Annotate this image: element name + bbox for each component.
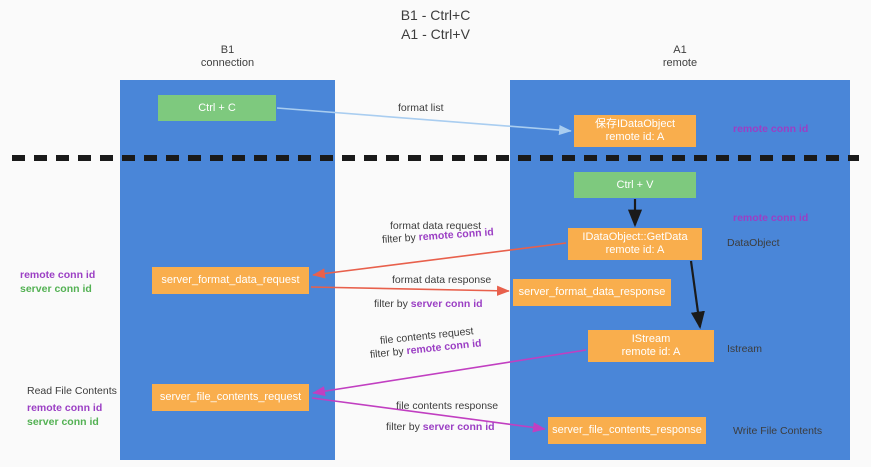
node-istream-line1: IStream (631, 333, 671, 345)
edge-filter-format-data-response: filter by server conn id (374, 297, 483, 311)
edge-label-format-list-text: format list (398, 102, 444, 114)
annotation-left-server-conn-id-2: server conn id (27, 416, 99, 428)
phase-divider (12, 155, 859, 161)
edge-filter-key-2: server conn id (410, 298, 483, 310)
edge-filter-prefix-4: filter by (386, 421, 423, 433)
title-line-2: A1 - Ctrl+V (401, 26, 470, 42)
node-idataobject-getdata[interactable]: IDataObject::GetData remote id: A (568, 228, 702, 260)
node-getdata-line1: IDataObject::GetData (582, 231, 688, 243)
node-server-format-data-request[interactable]: server_format_data_request (152, 267, 309, 294)
edge-label-file-contents-response: file contents response (396, 399, 498, 413)
edge-label-file-contents-response-text: file contents response (396, 400, 499, 412)
node-server-file-contents-request-label: server_file_contents_request (159, 391, 302, 403)
annotation-istream: Istream (727, 343, 763, 355)
annotation-read-file-contents: Read File Contents (27, 385, 117, 397)
edge-filter-key-1: remote conn id (418, 226, 495, 244)
edge-filter-prefix-3: filter by (369, 345, 408, 361)
annotation-left-remote-conn-id-2: remote conn id (27, 402, 103, 414)
edge-filter-file-contents-response: filter by server conn id (386, 420, 495, 434)
node-server-format-data-request-label: server_format_data_request (161, 274, 300, 286)
node-save-idataobject-line2: remote id: A (605, 131, 665, 143)
edge-label-format-data-response: format data response (392, 273, 491, 287)
edge-filter-prefix-1: filter by (381, 231, 420, 246)
node-save-idataobject[interactable]: 保存IDataObject remote id: A (574, 115, 696, 147)
node-getdata-line2: remote id: A (605, 244, 665, 256)
title-line-1: B1 - Ctrl+C (400, 7, 471, 23)
annotation-dataobject: DataObject (727, 237, 780, 249)
node-server-format-data-response-label: server_format_data_response (518, 286, 666, 298)
node-ctrl-v-label: Ctrl + V (616, 178, 654, 191)
lane-b1-name: B1 (220, 44, 235, 56)
lane-a1-name: A1 (673, 44, 687, 56)
diagram-title: B1 - Ctrl+C A1 - Ctrl+V (0, 6, 871, 44)
lane-b1-role: connection (200, 57, 255, 69)
lane-header-b1: B1 connection (120, 44, 335, 70)
edge-label-format-list: format list (398, 101, 444, 115)
arrow-format-data-response (310, 285, 510, 296)
annotation-write-file-contents: Write File Contents (733, 425, 823, 437)
lane-a1-role: remote (662, 57, 698, 69)
node-ctrl-v[interactable]: Ctrl + V (574, 172, 696, 198)
node-save-idataobject-line1: 保存IDataObject (594, 118, 676, 130)
annotation-remote-conn-id-mid: remote conn id (733, 212, 809, 224)
node-istream-line2: remote id: A (621, 346, 681, 358)
lane-header-a1: A1 remote (510, 44, 850, 70)
annotation-left-remote-conn-id-1: remote conn id (20, 269, 96, 281)
edge-label-format-data-response-text: format data response (392, 274, 492, 286)
annotation-left-conn-ids-2: remote conn id server conn id (27, 401, 102, 429)
node-server-format-data-response[interactable]: server_format_data_response (513, 279, 671, 306)
edge-label-format-data-request: format data request (390, 219, 481, 233)
edge-filter-prefix-2: filter by (374, 298, 411, 310)
annotation-left-server-conn-id-1: server conn id (20, 283, 92, 295)
edge-label-format-data-request-text: format data request (390, 220, 482, 232)
node-istream[interactable]: IStream remote id: A (588, 330, 714, 362)
node-server-file-contents-response-label: server_file_contents_response (552, 424, 702, 436)
annotation-remote-conn-id-top: remote conn id (733, 123, 809, 135)
edge-filter-key-4: server conn id (422, 421, 495, 433)
node-ctrl-c[interactable]: Ctrl + C (158, 95, 276, 121)
annotation-left-conn-ids-1: remote conn id server conn id (20, 268, 95, 296)
node-server-file-contents-request[interactable]: server_file_contents_request (152, 384, 309, 411)
node-ctrl-c-label: Ctrl + C (198, 101, 236, 114)
node-server-file-contents-response[interactable]: server_file_contents_response (548, 417, 706, 444)
